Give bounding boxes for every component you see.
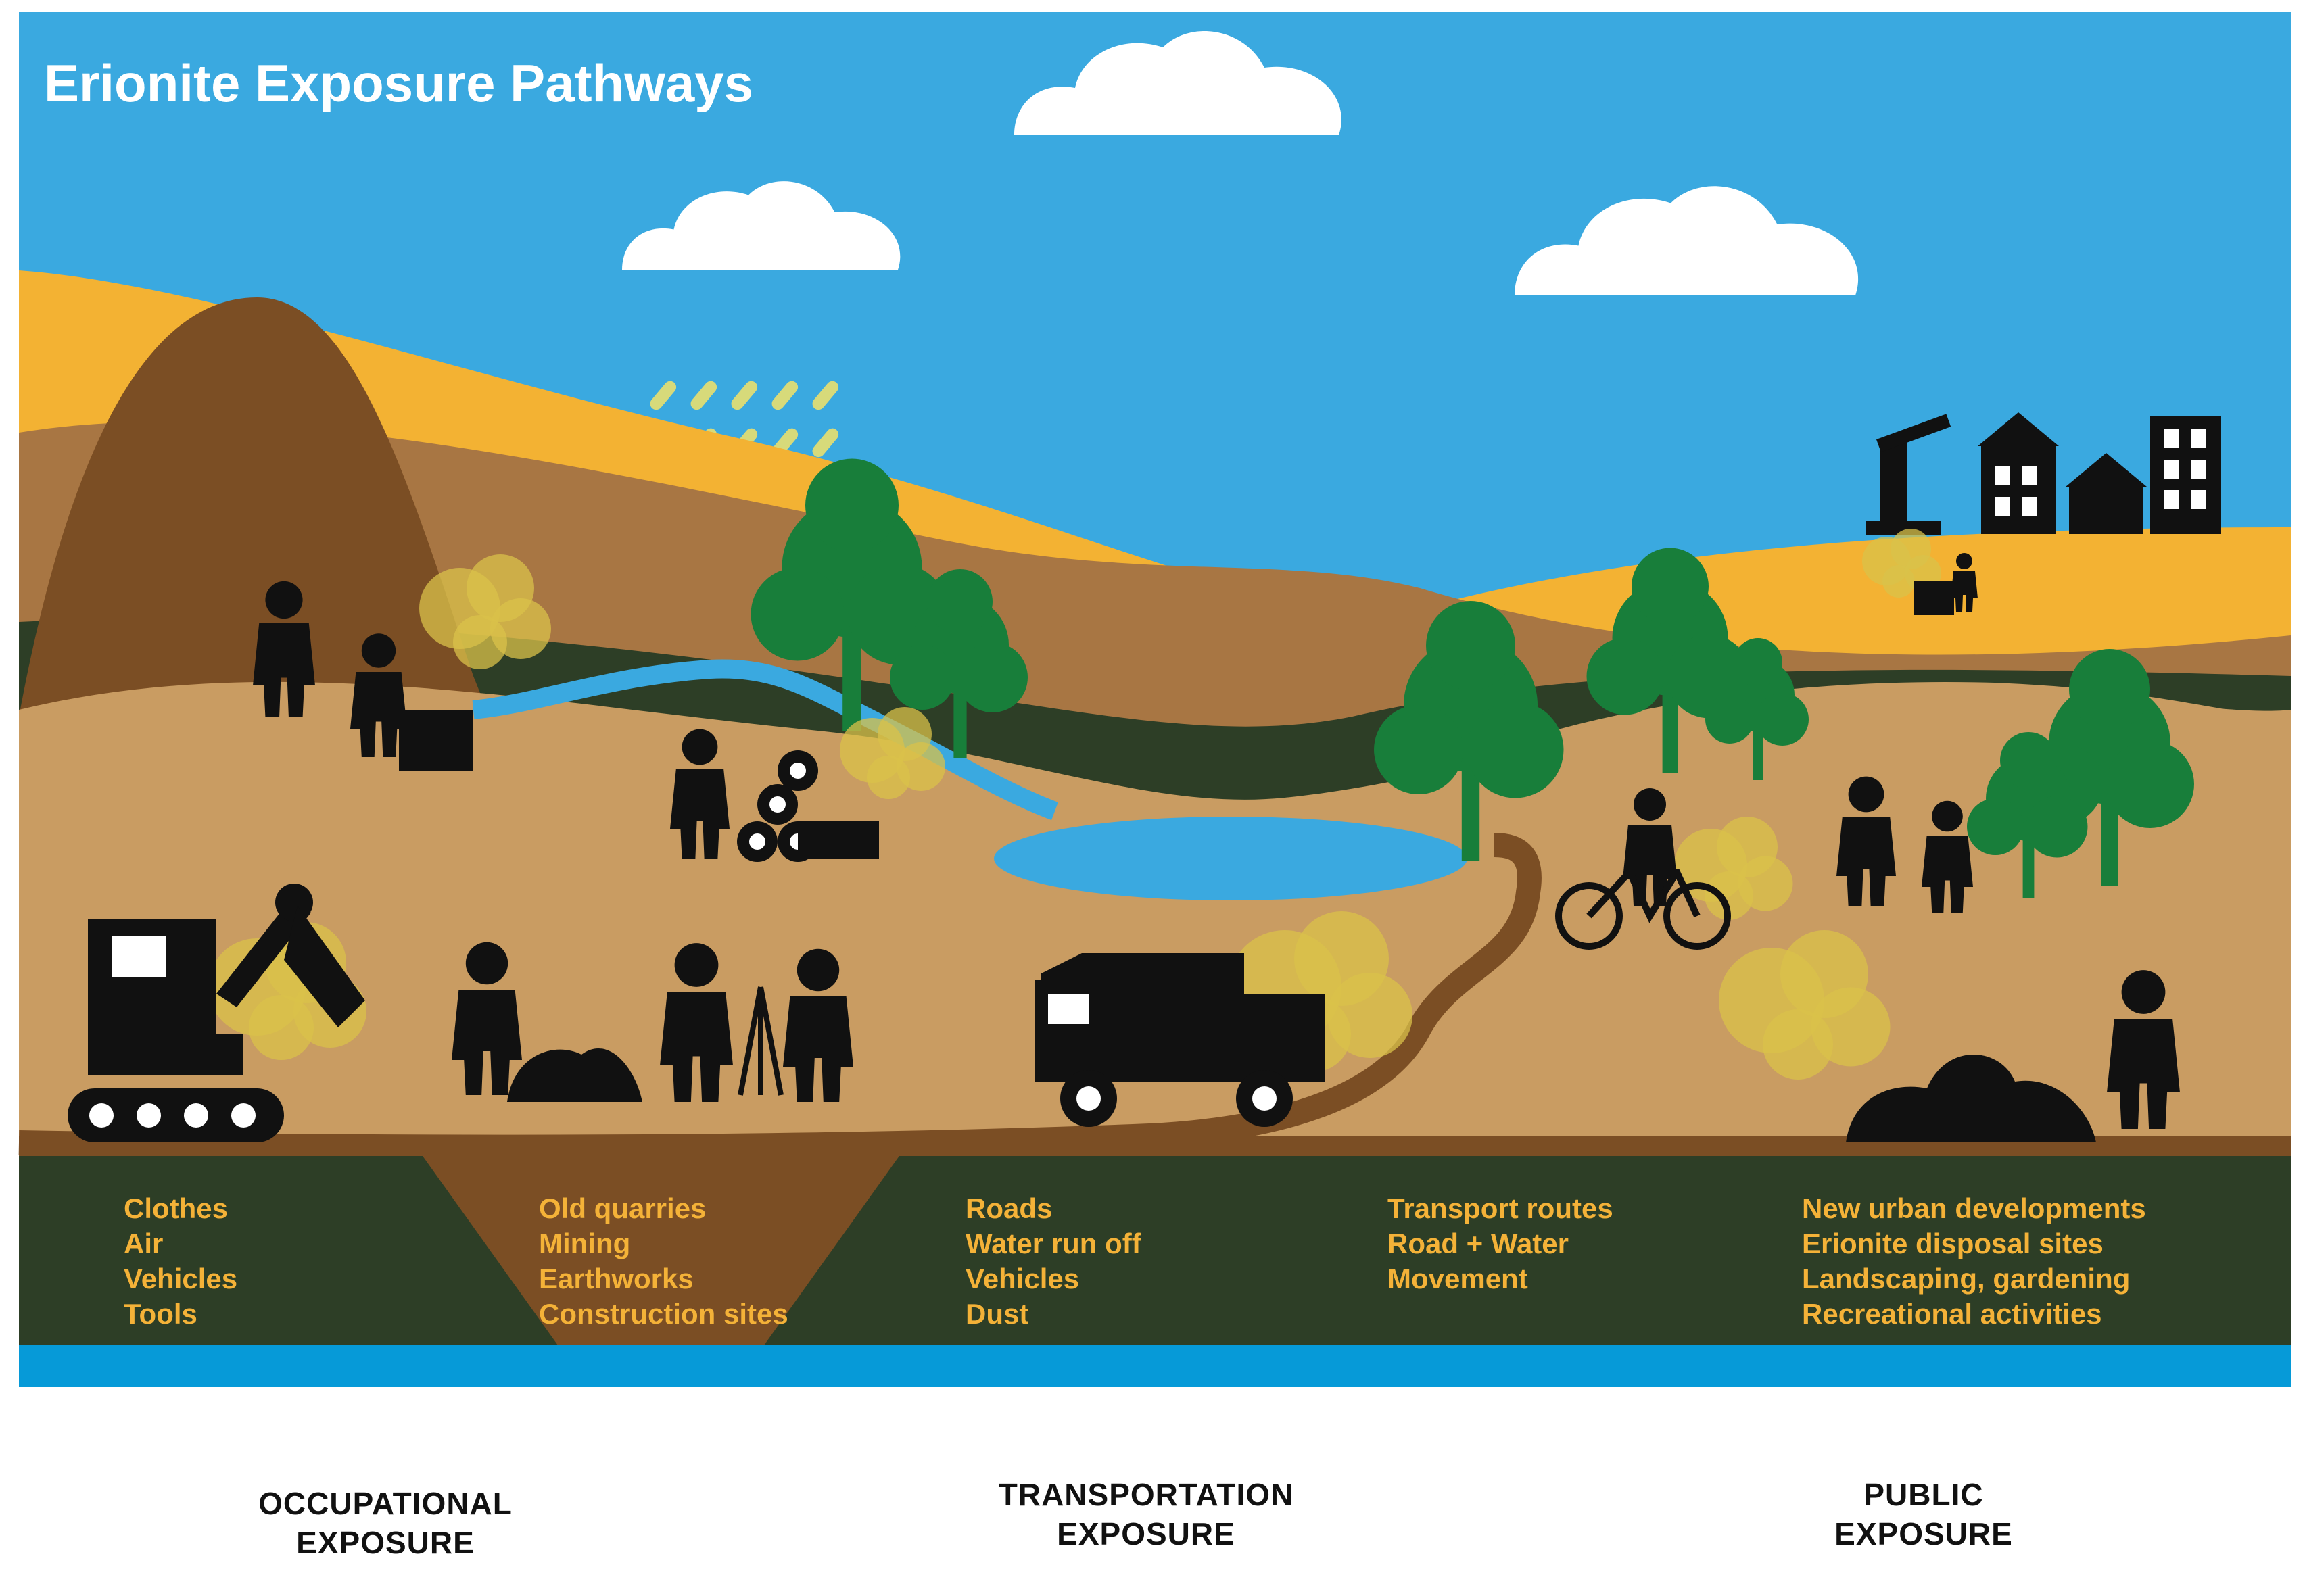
list-item: Tools bbox=[124, 1298, 197, 1330]
category-transportation: TRANSPORTATION EXPOSURE bbox=[960, 1475, 1332, 1553]
list-transportation: Roads Water run off Vehicles Dust bbox=[966, 1192, 1142, 1330]
list-item: Movement bbox=[1387, 1263, 1528, 1295]
list-item: Roads bbox=[966, 1192, 1052, 1224]
dirt-pile-icon bbox=[507, 1048, 642, 1102]
category-line: EXPOSURE bbox=[296, 1525, 475, 1560]
list-item: Construction sites bbox=[539, 1298, 788, 1330]
category-occupational: OCCUPATIONAL EXPOSURE bbox=[216, 1484, 554, 1562]
quarry-wedge bbox=[423, 1156, 899, 1345]
page-title: Erionite Exposure Pathways bbox=[44, 53, 753, 113]
dirt-pile-icon bbox=[1846, 1055, 2096, 1142]
list-item: Vehicles bbox=[966, 1263, 1079, 1295]
list-item: Mining bbox=[539, 1228, 630, 1259]
category-line: PUBLIC bbox=[1863, 1477, 1984, 1512]
stream bbox=[472, 659, 1058, 821]
list-item: New urban developments bbox=[1802, 1192, 2146, 1224]
list-item: Vehicles bbox=[124, 1263, 237, 1295]
lake bbox=[994, 817, 1467, 900]
list-item: Road + Water bbox=[1387, 1228, 1569, 1259]
brick-wall-icon bbox=[399, 581, 1954, 771]
list-item: Earthworks bbox=[539, 1263, 694, 1295]
category-line: TRANSPORTATION bbox=[998, 1477, 1294, 1512]
list-item: Air bbox=[124, 1228, 163, 1259]
category-line: EXPOSURE bbox=[1057, 1516, 1235, 1551]
list-public: New urban developments Erionite disposal… bbox=[1802, 1192, 2146, 1330]
category-line: EXPOSURE bbox=[1834, 1516, 2013, 1551]
list-item: Recreational activities bbox=[1802, 1298, 2102, 1330]
category-public: PUBLIC EXPOSURE bbox=[1758, 1475, 2089, 1553]
list-occupational-sites: Old quarries Mining Earthworks Construct… bbox=[539, 1192, 788, 1330]
list-item: Erionite disposal sites bbox=[1802, 1228, 2104, 1259]
list-item: Clothes bbox=[124, 1192, 228, 1224]
list-item: Water run off bbox=[966, 1228, 1142, 1259]
list-item: Dust bbox=[966, 1298, 1028, 1330]
list-item: Transport routes bbox=[1387, 1192, 1613, 1224]
list-occupational-personal: Clothes Air Vehicles Tools bbox=[124, 1192, 237, 1330]
list-item: Old quarries bbox=[539, 1192, 706, 1224]
logs-icon bbox=[737, 750, 879, 862]
list-transport-routes: Transport routes Road + Water Movement bbox=[1387, 1192, 1613, 1295]
excavator-icon bbox=[68, 884, 365, 1142]
truck-icon bbox=[1035, 953, 1325, 1127]
category-line: OCCUPATIONAL bbox=[258, 1486, 513, 1521]
bicycle-icon bbox=[1555, 869, 1731, 950]
city-icon bbox=[1866, 412, 2221, 535]
bottom-band bbox=[19, 1345, 2291, 1387]
tripod-icon bbox=[738, 986, 784, 1096]
list-item: Landscaping, gardening bbox=[1802, 1263, 2130, 1295]
